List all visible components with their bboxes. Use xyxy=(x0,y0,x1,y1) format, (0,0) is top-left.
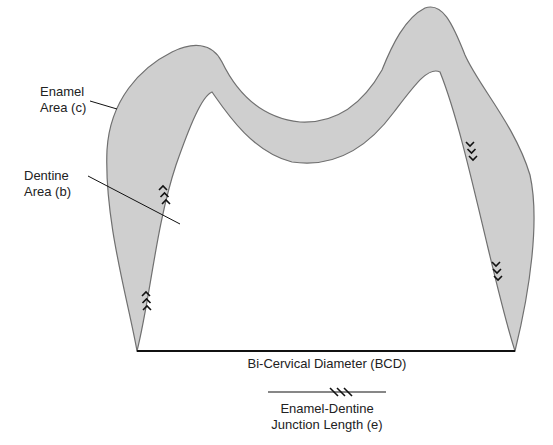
edj-chevron xyxy=(494,276,502,280)
label-text: Bi-Cervical Diameter (BCD) xyxy=(248,356,407,371)
legend-arrow-line xyxy=(268,391,386,392)
label-text: Enamel Area (c) xyxy=(40,84,86,115)
edj-chevron xyxy=(492,262,500,266)
edj-chevron xyxy=(161,193,169,197)
edj-chevron xyxy=(159,186,167,190)
label-text: Dentine Area (b) xyxy=(24,168,71,199)
edj-chevron xyxy=(468,149,476,153)
edj-chevron xyxy=(143,306,151,310)
edj-chevrons xyxy=(142,142,502,396)
enamel-leader xyxy=(90,101,117,109)
bcd-label: Bi-Cervical Diameter (BCD) xyxy=(177,356,477,372)
edj-chevron xyxy=(493,269,501,273)
dentine-label: Dentine Area (b) xyxy=(24,168,86,199)
edj-length-label: Enamel-Dentine Junction Length (e) xyxy=(257,401,397,432)
edj-chevron xyxy=(142,292,150,296)
label-text: Enamel-Dentine Junction Length (e) xyxy=(271,401,382,432)
dentine-leader xyxy=(88,176,180,224)
dentine-area xyxy=(137,71,515,351)
enamel-area xyxy=(107,7,534,351)
bi-cervical-diameter-line xyxy=(137,350,515,352)
edj-chevron xyxy=(469,156,477,160)
edj-chevron xyxy=(143,299,151,303)
enamel-label: Enamel Area (c) xyxy=(40,84,102,115)
edj-chevron xyxy=(466,142,474,146)
edj-chevron xyxy=(162,200,170,204)
